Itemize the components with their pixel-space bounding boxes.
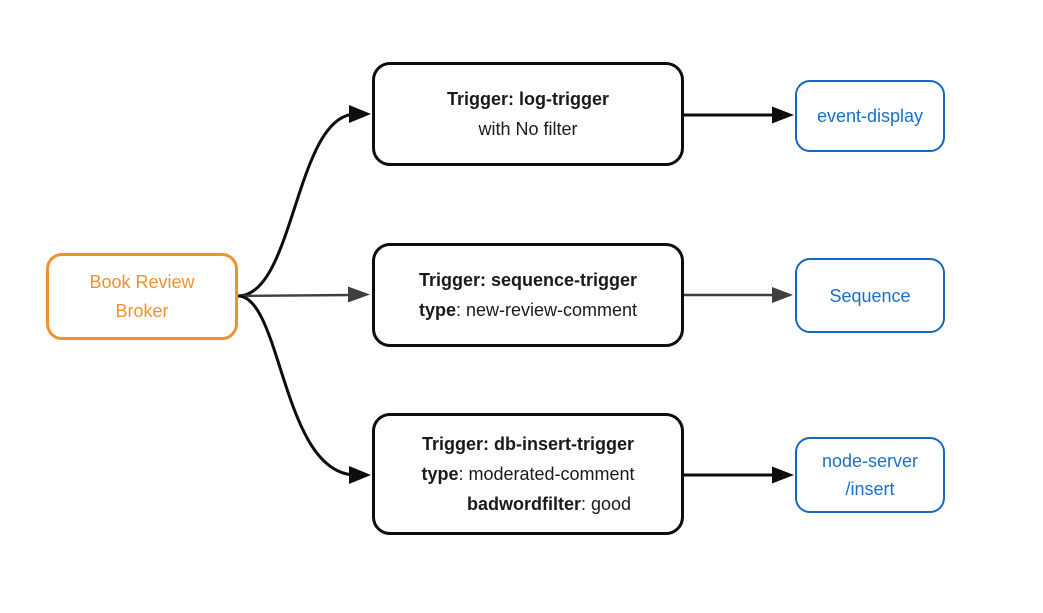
node-server-label-line2: /insert — [845, 479, 895, 499]
trigger-db-filter-value: : good — [580, 494, 632, 514]
broker-label-line2: Broker — [115, 300, 169, 321]
trigger-db-title: Trigger: db-insert-trigger — [421, 434, 634, 454]
node-server-label-line1: node-server — [821, 451, 919, 471]
edge-broker-to-db-insert-trigger — [237, 294, 357, 477]
trigger-db-filter-line: badwordfilter: good — [467, 489, 631, 519]
trigger-db-type-line: type: moderated-comment — [421, 459, 634, 489]
arrowhead-node-server-icon — [772, 466, 794, 484]
trigger-sequence-type-key: type — [418, 300, 456, 320]
arrowhead-db-insert-trigger-icon — [349, 466, 371, 484]
arrowhead-log-trigger-icon — [349, 105, 371, 123]
trigger-db-type-key: type — [421, 464, 459, 484]
arrowhead-event-display-icon — [772, 106, 794, 124]
node-trigger-sequence: Trigger: sequence-trigger type: new-revi… — [372, 243, 684, 347]
trigger-sequence-title: Trigger: sequence-trigger — [418, 270, 638, 290]
broker-label-line1: Book Review — [89, 271, 195, 292]
trigger-db-filter-key: badwordfilter — [466, 494, 581, 514]
node-trigger-db-insert: Trigger: db-insert-trigger type: moderat… — [372, 413, 684, 535]
node-sequence: Sequence — [795, 258, 945, 333]
arrowhead-sequence-trigger-icon — [348, 286, 370, 303]
sequence-label: Sequence — [829, 285, 911, 306]
edge-broker-to-sequence-trigger — [237, 293, 353, 298]
trigger-log-subtitle: with No filter — [478, 119, 578, 139]
trigger-sequence-type-value: : new-review-comment — [455, 300, 638, 320]
trigger-log-title: Trigger: log-trigger — [447, 89, 609, 109]
node-node-server-insert: node-server /insert — [795, 437, 945, 513]
node-event-display: event-display — [795, 80, 945, 152]
trigger-db-type-value: : moderated-comment — [458, 464, 635, 484]
node-book-review-broker: Book Review Broker — [46, 253, 238, 340]
trigger-sequence-type-line: type: new-review-comment — [419, 295, 637, 325]
edge-broker-to-log-trigger — [237, 112, 357, 298]
event-display-label: event-display — [816, 106, 924, 126]
arrowhead-sequence-icon — [772, 287, 793, 303]
node-trigger-log: Trigger: log-trigger with No filter — [372, 62, 684, 166]
